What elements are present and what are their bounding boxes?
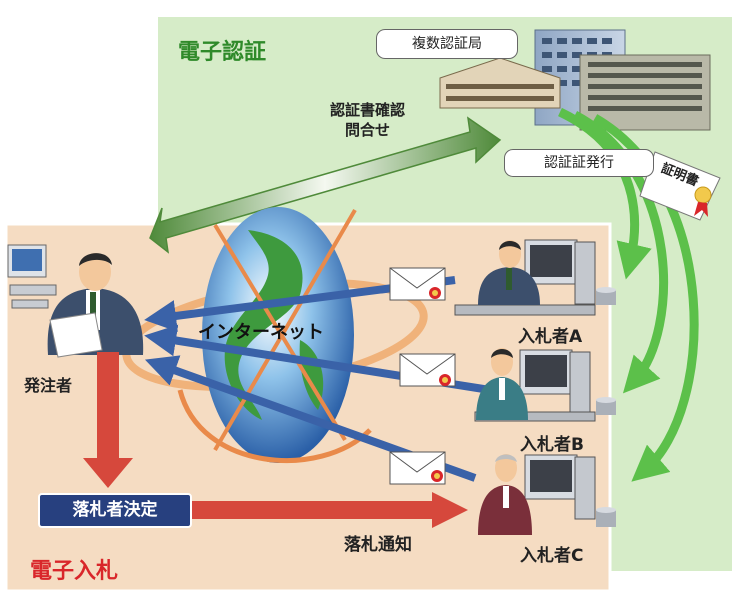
- internet-label: インターネット: [198, 322, 324, 343]
- bidder-b-label: 入札者B: [520, 435, 584, 455]
- orderer-label: 発注者: [24, 376, 73, 395]
- issue-label: 認証証発行: [504, 149, 654, 177]
- bidder-b-person-icon: [474, 348, 616, 422]
- certificate-icon: [639, 151, 721, 221]
- inquiry-arrow: [149, 116, 502, 254]
- notice-label: 落札通知: [344, 535, 412, 555]
- bidder-c-label: 入札者C: [520, 546, 584, 566]
- ebid-title: 電子入札: [30, 559, 119, 584]
- bidder-a-label: 入札者A: [518, 327, 583, 347]
- ecert-title: 電子認証: [178, 40, 267, 65]
- envelope-icon: [389, 267, 446, 301]
- authorities-label: 複数認証局: [376, 29, 518, 59]
- notice-arrow: [185, 492, 468, 528]
- inquiry-label: 認証書確認 問合せ: [330, 101, 406, 139]
- envelope-icon: [389, 451, 446, 485]
- internet-globe-icon: [122, 207, 428, 464]
- winner-decision-box: 落札者決定: [38, 493, 192, 528]
- authority-buildings-icon: [439, 29, 711, 131]
- orderer-down-arrow: [83, 352, 133, 488]
- bidder-c-person-icon: [478, 454, 616, 535]
- envelope-icon: [399, 353, 456, 387]
- orderer-person-icon: [7, 244, 144, 358]
- bidder-a-person-icon: [454, 239, 616, 316]
